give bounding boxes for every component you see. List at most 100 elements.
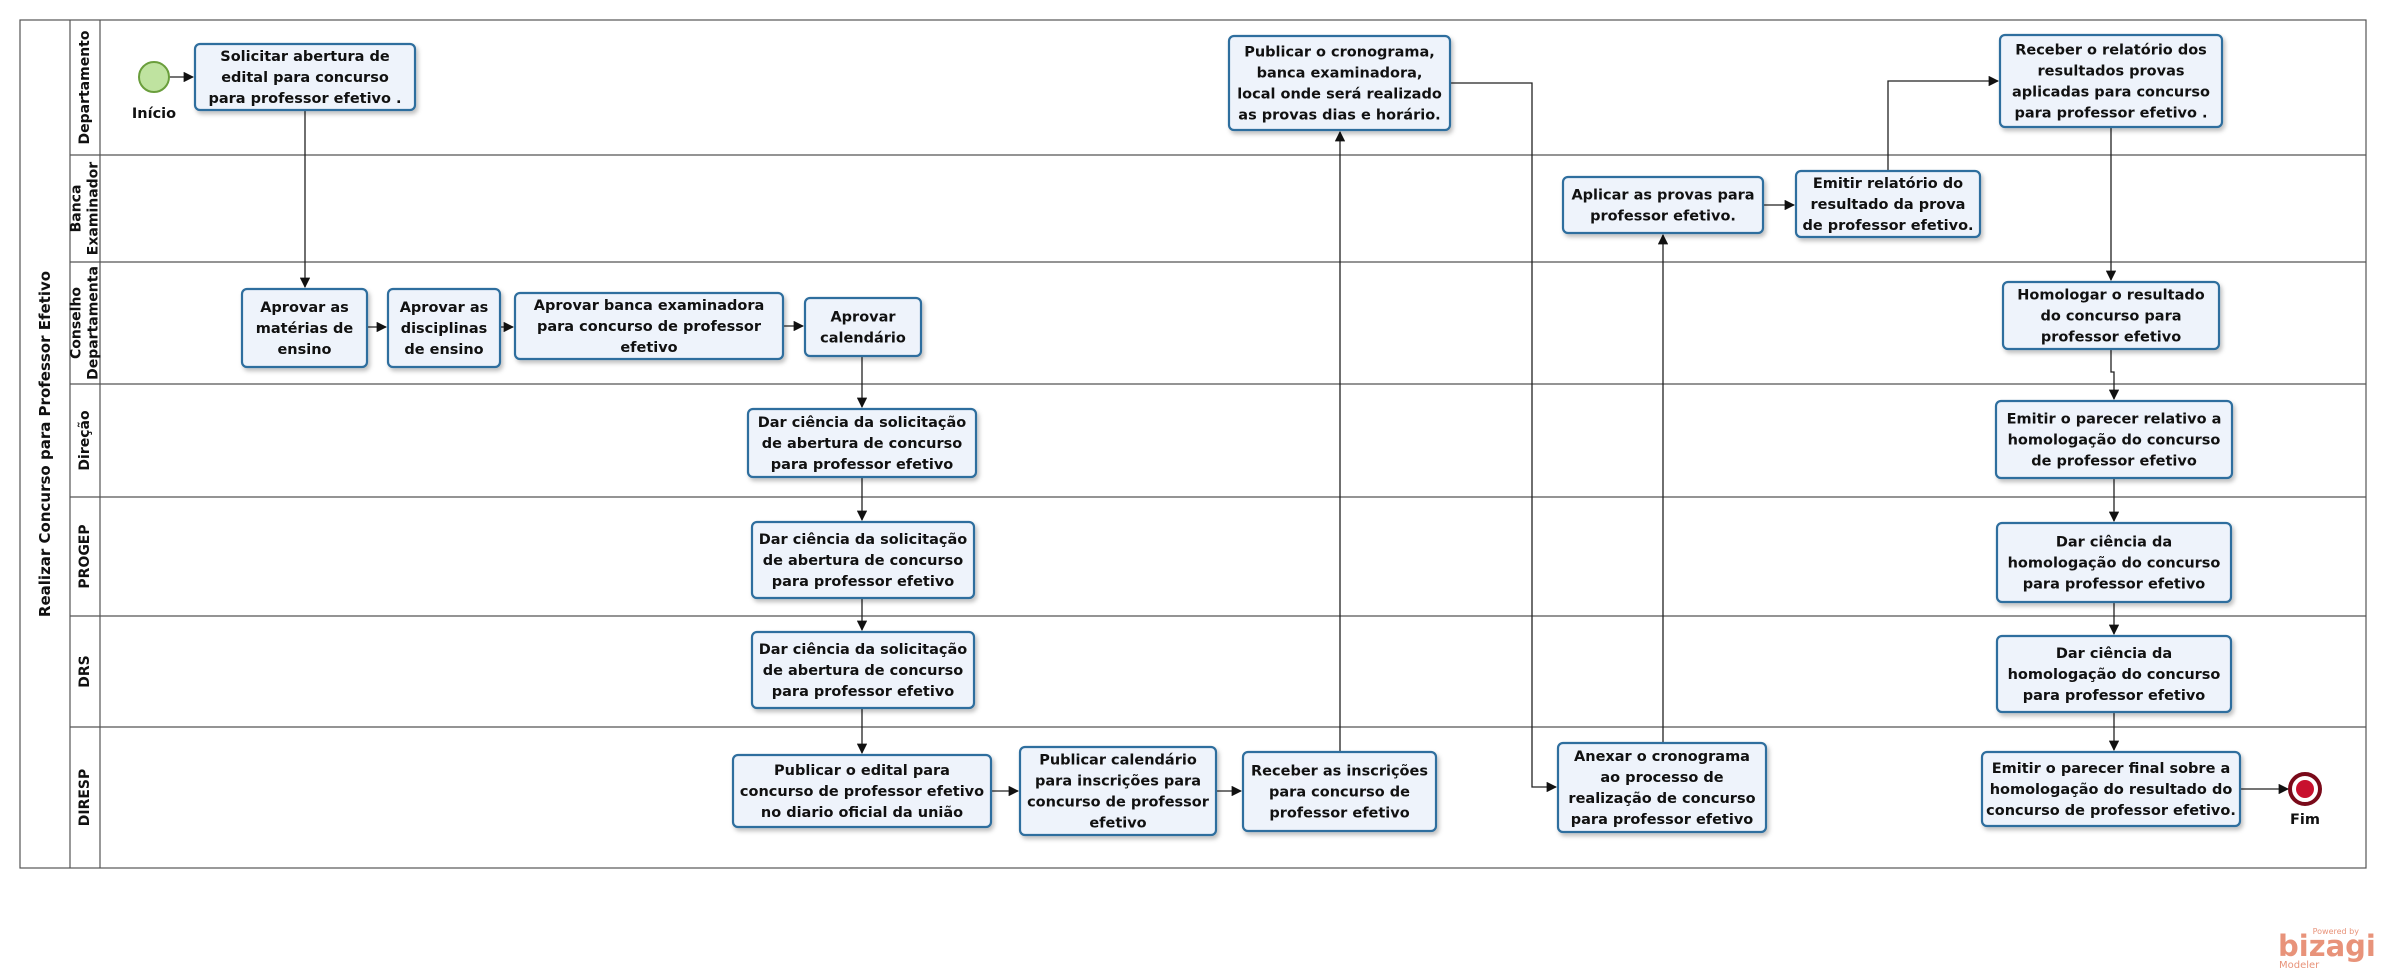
- pool-title: Realizar Concurso para Professor Efetivo: [36, 271, 54, 617]
- task-box: [731, 753, 993, 829]
- task-label: aplicadas para concurso: [2012, 85, 2210, 101]
- start-event-icon: [138, 61, 170, 93]
- task-label: efetivo: [1089, 816, 1146, 832]
- lane-drs: DRS: [70, 615, 2366, 688]
- sequence-flow-arrow: [1450, 82, 1558, 793]
- task-label: Aprovar as: [400, 300, 489, 316]
- task-label: efetivo: [620, 340, 677, 356]
- task-box: [1998, 33, 2224, 129]
- task-box: [386, 287, 502, 369]
- task-label: Emitir o parecer final sobre a: [1992, 761, 2231, 777]
- task-label: para professor efetivo: [772, 684, 955, 700]
- task-label: Emitir relatório do: [1813, 176, 1963, 192]
- task-box: [750, 520, 976, 600]
- lane-label: DIRESP: [77, 769, 93, 827]
- task-label: para professor efetivo .: [2014, 106, 2207, 122]
- task-label: para professor efetivo: [771, 457, 954, 473]
- task-box: [1994, 399, 2234, 480]
- task-box: [2001, 280, 2221, 351]
- end-event[interactable]: Fim: [2288, 772, 2322, 828]
- pool-border: [19, 19, 2367, 869]
- task-label: concurso de professor: [1027, 795, 1210, 811]
- task-t12[interactable]: Publicar o cronograma,banca examinadora,…: [1227, 34, 1452, 132]
- task-label: Aprovar as: [260, 300, 349, 316]
- task-box: [746, 407, 978, 479]
- task-label: de ensino: [404, 342, 483, 358]
- task-box: [1241, 750, 1438, 833]
- lane-label: Departamenta: [86, 266, 102, 380]
- task-box: [803, 296, 923, 358]
- task-label: para professor efetivo: [772, 574, 955, 590]
- task-label: do concurso para: [2040, 309, 2181, 325]
- task-label: Aprovar: [830, 310, 896, 326]
- start-event[interactable]: Início: [132, 61, 176, 122]
- task-label: de abertura de concurso: [763, 553, 963, 569]
- sequence-flow-arrow: [1887, 75, 2000, 171]
- task-box: [240, 287, 369, 369]
- task-box: [750, 630, 976, 710]
- task-label: calendário: [820, 331, 906, 347]
- task-label: professor efetivo.: [1590, 209, 1736, 225]
- task-box: [1561, 175, 1765, 235]
- task-label: de professor efetivo: [2031, 454, 2197, 470]
- task-t16[interactable]: Receber o relatório dos resultados provas…: [1998, 33, 2224, 129]
- task-t21[interactable]: Emitir o parecer final sobre ahomologaçã…: [1980, 750, 2242, 828]
- task-label: Dar ciência da solicitação: [759, 642, 968, 658]
- task-box: [1995, 634, 2233, 714]
- task-box: [1018, 745, 1218, 837]
- lane-progep: PROGEP: [70, 496, 2366, 589]
- end-event-label: Fim: [2290, 812, 2320, 828]
- task-label: homologação do concurso: [2008, 556, 2221, 572]
- task-label: Publicar o cronograma,: [1244, 45, 1435, 61]
- task-box: [1980, 750, 2242, 828]
- task-label: Dar ciência da solicitação: [759, 532, 968, 548]
- lane-direcao: Direção: [70, 383, 2366, 471]
- task-label: Publicar calendário: [1039, 753, 1197, 769]
- task-label: homologação do concurso: [2008, 667, 2221, 683]
- task-label: concurso de professor efetivo.: [1986, 803, 2236, 819]
- task-label: Dar ciência da solicitação: [758, 415, 967, 431]
- lane-label: DRS: [77, 655, 93, 687]
- task-label: para professor efetivo .: [208, 91, 401, 107]
- task-t7[interactable]: Dar ciência da solicitação de abertura de…: [750, 520, 976, 600]
- task-box: [513, 291, 785, 361]
- task-label: realização de concurso: [1568, 791, 1755, 807]
- task-label: as provas dias e horário.: [1238, 108, 1440, 124]
- lane-label: Direção: [77, 410, 93, 471]
- task-t13[interactable]: Anexar o cronograma ao processo de realiza…: [1556, 741, 1768, 834]
- lane-dep: Departamento: [77, 30, 93, 144]
- task-label: resultados provas: [2037, 64, 2184, 80]
- task-label: Emitir o parecer relativo a: [2007, 412, 2222, 428]
- task-box: [1227, 34, 1452, 132]
- lane-label: PROGEP: [77, 524, 93, 588]
- bizagi-logo: Powered by bizagi Modeler: [2278, 927, 2376, 971]
- task-label: ensino: [277, 342, 331, 358]
- task-label: Dar ciência da: [2056, 535, 2172, 551]
- brand-name: bizagi: [2278, 929, 2376, 963]
- task-label: Anexar o cronograma: [1574, 749, 1750, 765]
- task-label: Receber o relatório dos: [2015, 43, 2207, 59]
- task-label: ao processo de: [1600, 770, 1723, 786]
- lane-label: Conselho: [69, 287, 85, 359]
- task-label: resultado da prova: [1811, 197, 1966, 213]
- task-label: concurso de professor efetivo: [740, 784, 984, 800]
- task-t5[interactable]: Aprovar calendário: [803, 296, 923, 358]
